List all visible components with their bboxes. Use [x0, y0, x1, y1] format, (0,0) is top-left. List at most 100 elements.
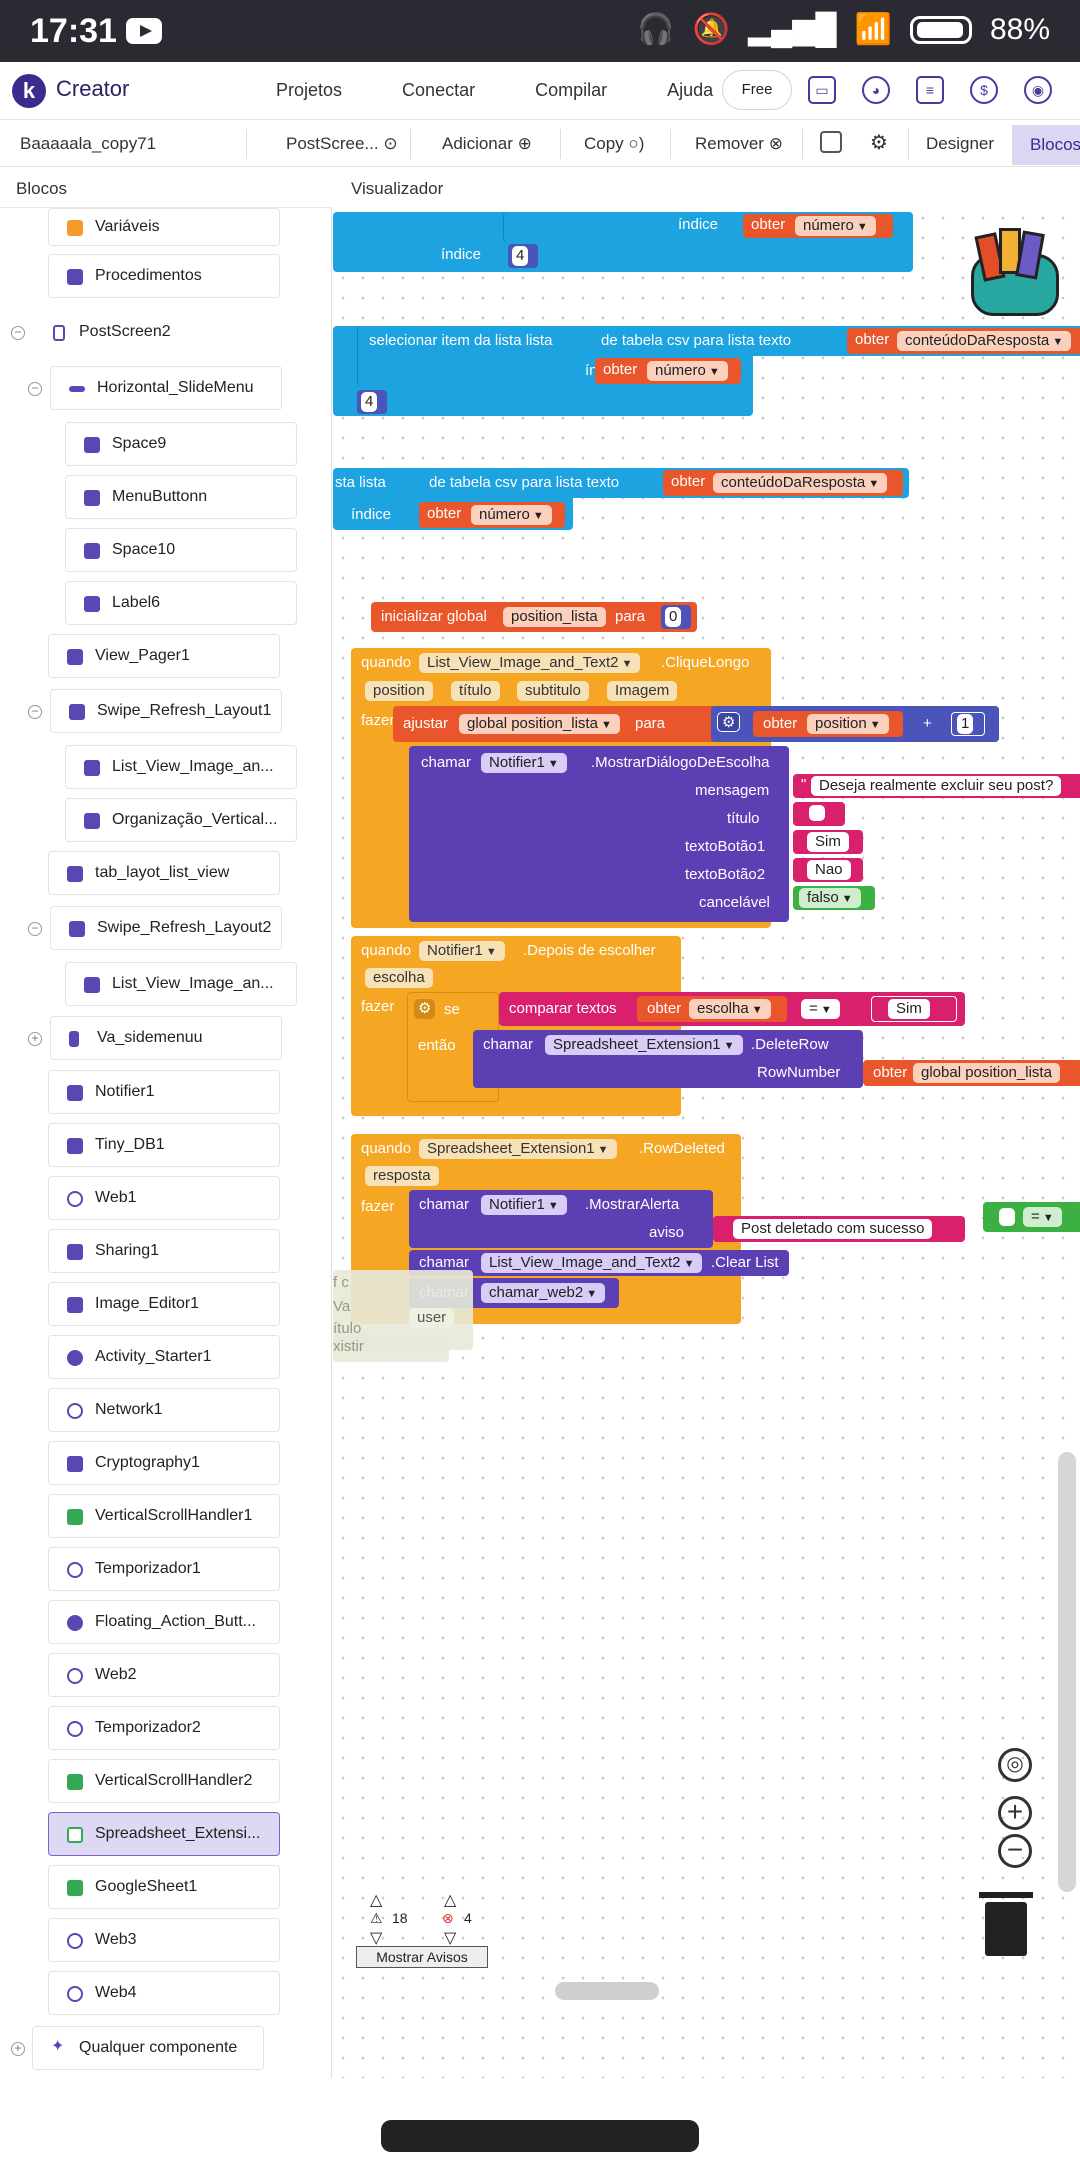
alert-text-block[interactable]: Post deletado com sucesso — [713, 1216, 965, 1242]
gear-icon[interactable]: ⚙ — [870, 132, 888, 154]
get-position-block[interactable]: obter position — [753, 711, 903, 737]
get-number-block[interactable]: obter número — [595, 358, 741, 384]
button1-text-block[interactable]: Sim — [793, 830, 863, 854]
param-position[interactable]: position — [365, 681, 433, 701]
vertical-scrollbar[interactable] — [1058, 1452, 1076, 1892]
tree-item-web3[interactable]: Web3 — [48, 1918, 280, 1962]
get-number-block[interactable]: obter número — [419, 502, 565, 528]
warn-down-arrow-icon[interactable]: ▽ — [370, 1930, 383, 1947]
collapse-icon[interactable]: − — [28, 382, 42, 396]
nav-ajuda[interactable]: Ajuda — [667, 80, 714, 100]
number-value[interactable]: 4 — [361, 392, 378, 412]
get-global-position-block[interactable]: obter global position_lista — [863, 1060, 1080, 1086]
var-dropdown[interactable]: número — [647, 361, 728, 381]
number-block[interactable]: 0 — [661, 605, 691, 629]
get-number-block[interactable]: obter número — [743, 214, 893, 238]
center-target-icon[interactable]: ◎ — [998, 1748, 1032, 1782]
var-dropdown[interactable]: número — [795, 216, 876, 236]
tree-item-space10[interactable]: Space10 — [65, 528, 297, 572]
zoom-out-icon[interactable]: − — [998, 1834, 1032, 1868]
csv-to-list-block[interactable]: de tabela csv para lista texto obter con… — [589, 326, 1080, 356]
boolean-dropdown[interactable]: falso — [799, 888, 861, 908]
dollar-icon[interactable]: $ — [970, 76, 998, 104]
initialize-global-block[interactable]: inicializar global position_lista para 0 — [371, 602, 697, 632]
component-dropdown[interactable]: List_View_Image_and_Text2 — [419, 653, 641, 673]
param-subtitle[interactable]: subtitulo — [517, 681, 589, 701]
var-dropdown[interactable]: conteúdoDaResposta — [713, 473, 888, 493]
var-dropdown[interactable]: escolha — [689, 999, 771, 1019]
operator-dropdown[interactable]: = — [1023, 1207, 1062, 1227]
message-text[interactable]: Deseja realmente excluir seu post? — [811, 776, 1062, 796]
tree-item-procedimentos[interactable]: Procedimentos — [48, 254, 280, 298]
var-dropdown[interactable]: position — [807, 714, 889, 734]
tree-item-cryptography1[interactable]: Cryptography1 — [48, 1441, 280, 1485]
tree-item-web2[interactable]: Web2 — [48, 1653, 280, 1697]
tree-item-va-sidemenuu[interactable]: Va_sidemenuu — [50, 1016, 282, 1060]
tree-item-network1[interactable]: Network1 — [48, 1388, 280, 1432]
number-value[interactable]: 0 — [665, 607, 682, 627]
component-dropdown[interactable]: Spreadsheet_Extension1 — [545, 1035, 743, 1055]
tree-item-web4[interactable]: Web4 — [48, 1971, 280, 2015]
account-icon[interactable]: ◉ — [1024, 76, 1052, 104]
copy-screen-button[interactable]: Copy ○) — [584, 134, 644, 154]
blocks-tab[interactable]: Blocos — [1012, 125, 1080, 165]
folder-icon[interactable]: ▭ — [808, 76, 836, 104]
button1-text[interactable]: Sim — [807, 832, 849, 852]
blocks-workspace[interactable]: índice obter número índice 4 selecionar … — [333, 208, 1080, 2078]
tree-item-swipe-refresh-layout1[interactable]: Swipe_Refresh_Layout1 — [50, 689, 282, 733]
delete-row-block[interactable]: chamar Spreadsheet_Extension1 .DeleteRow… — [473, 1030, 863, 1088]
collapse-icon[interactable]: − — [28, 922, 42, 936]
trash-icon[interactable] — [979, 1892, 1033, 1956]
tree-item-sharing1[interactable]: Sharing1 — [48, 1229, 280, 1273]
tree-item-space9[interactable]: Space9 — [65, 422, 297, 466]
expand-icon[interactable]: + — [28, 1032, 42, 1046]
zoom-in-icon[interactable]: + — [998, 1796, 1032, 1830]
tree-item-googlesheet1[interactable]: GoogleSheet1 — [48, 1865, 280, 1909]
empty-text[interactable] — [809, 805, 825, 821]
gallery-icon[interactable] — [820, 131, 842, 153]
tree-item-tab-layot-list-view[interactable]: tab_layot_list_view — [48, 851, 280, 895]
tree-item-temporizador2[interactable]: Temporizador2 — [48, 1706, 280, 1750]
tree-item-spreadsheet-extension[interactable]: Spreadsheet_Extensi... — [48, 1812, 280, 1856]
tree-item-qualquer-componente[interactable]: ✦Qualquer componente — [32, 2026, 264, 2070]
tree-item-temporizador1[interactable]: Temporizador1 — [48, 1547, 280, 1591]
number-value[interactable]: 4 — [512, 246, 529, 266]
component-dropdown[interactable]: Notifier1 — [481, 753, 567, 773]
add-screen-button[interactable]: Adicionar ⊕ — [442, 134, 532, 154]
tree-item-tiny-db1[interactable]: Tiny_DB1 — [48, 1123, 280, 1167]
tree-item-web1[interactable]: Web1 — [48, 1176, 280, 1220]
button2-text-block[interactable]: Nao — [793, 858, 863, 882]
component-dropdown[interactable]: List_View_Image_and_Text2 — [481, 1253, 703, 1273]
show-choice-dialog-block[interactable]: chamar Notifier1 .MostrarDiálogoDeEscolh… — [409, 746, 789, 922]
logic-compare-block[interactable]: = — [983, 1202, 1080, 1232]
tree-item-verticalscrollhandler2[interactable]: VerticalScrollHandler2 — [48, 1759, 280, 1803]
compare-texts-block[interactable]: comparar textos obter escolha = Sim — [499, 992, 965, 1026]
mutator-gear-icon[interactable]: ⚙ — [717, 712, 741, 732]
tree-item-postscreen2[interactable]: PostScreen2 — [32, 310, 262, 354]
number-value[interactable]: 1 — [957, 714, 974, 734]
library-icon[interactable]: ≡ — [916, 76, 944, 104]
tree-item-floating-action-button[interactable]: Floating_Action_Butt... — [48, 1600, 280, 1644]
get-choice-block[interactable]: obter escolha — [637, 996, 787, 1022]
palette-icon[interactable]: ◕ — [862, 76, 890, 104]
var-dropdown[interactable]: número — [471, 505, 552, 525]
sim-text-block[interactable]: Sim — [871, 996, 957, 1022]
alert-text[interactable]: Post deletado com sucesso — [733, 1219, 933, 1239]
mutator-gear-icon[interactable]: ⚙ — [414, 999, 436, 1019]
designer-tab[interactable]: Designer — [926, 134, 995, 153]
component-dropdown[interactable]: Notifier1 — [419, 941, 505, 961]
tree-item-notifier1[interactable]: Notifier1 — [48, 1070, 280, 1114]
error-down-arrow-icon[interactable]: ▽ — [444, 1930, 457, 1947]
operator-dropdown[interactable]: = — [801, 999, 840, 1019]
backpack-icon[interactable] — [965, 228, 1065, 320]
after-choosing-event-block[interactable]: quando Notifier1 .Depois de escolher esc… — [351, 936, 681, 1116]
param-image[interactable]: Imagem — [607, 681, 678, 701]
global-name-field[interactable]: position_lista — [503, 607, 606, 627]
gesture-bar[interactable] — [381, 2120, 699, 2152]
message-text-block[interactable]: " Deseja realmente excluir seu post? — [793, 774, 1080, 798]
number-block[interactable]: 4 — [508, 244, 538, 268]
tree-item-label6[interactable]: Label6 — [65, 581, 297, 625]
nav-projetos[interactable]: Projetos — [276, 80, 343, 100]
param-title[interactable]: título — [451, 681, 500, 701]
math-add-block[interactable]: ⚙ obter position + 1 — [711, 706, 999, 742]
